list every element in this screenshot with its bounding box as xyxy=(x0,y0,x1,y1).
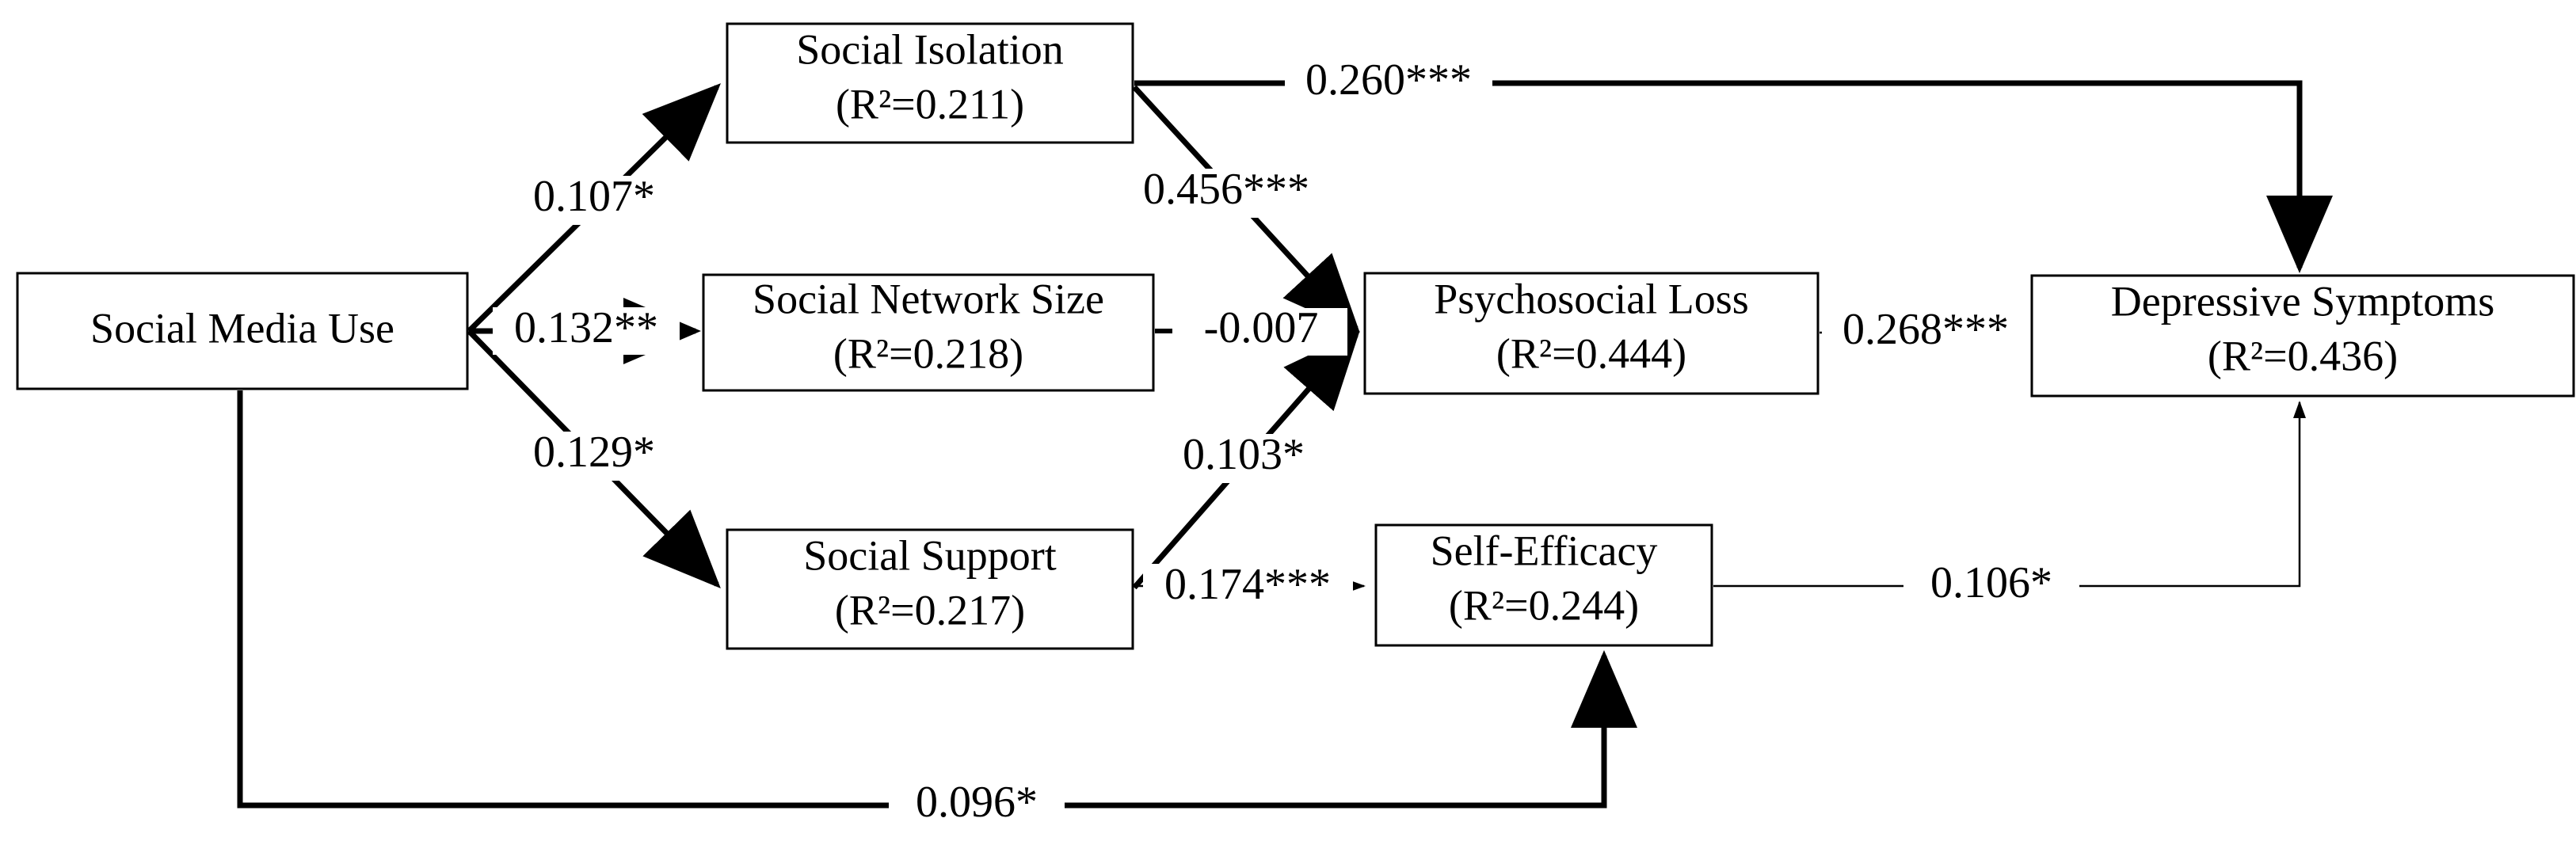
node-label-depressive-symptoms: Depressive Symptoms xyxy=(2111,277,2494,325)
node-label-social-support: Social Support xyxy=(803,531,1057,579)
svg-text:0.096*: 0.096* xyxy=(916,778,1038,827)
edge-label-smu-se: 0.096* xyxy=(889,778,1065,831)
node-r2-social-network-size: (R²=0.218) xyxy=(833,329,1023,377)
svg-text:0.132**: 0.132** xyxy=(514,303,658,352)
svg-text:0.268***: 0.268*** xyxy=(1842,305,2009,354)
node-label-psychosocial-loss: Psychosocial Loss xyxy=(1434,275,1749,322)
svg-text:0.107*: 0.107* xyxy=(533,172,655,221)
edge-label-se-ds: 0.106* xyxy=(1903,558,2079,611)
edge-label-si-ds: 0.260*** xyxy=(1285,55,1492,108)
edge-label-smu-si: 0.107* xyxy=(507,172,681,225)
node-self-efficacy[interactable]: Self-Efficacy (R²=0.244) xyxy=(1374,523,1713,647)
edge-label-ss-pl: 0.103* xyxy=(1157,430,1331,483)
node-social-isolation[interactable]: Social Isolation (R²=0.211) xyxy=(726,22,1134,144)
node-r2-self-efficacy: (R²=0.244) xyxy=(1449,581,1639,629)
edge-label-pl-ds: 0.268*** xyxy=(1822,305,2029,357)
svg-text:0.174***: 0.174*** xyxy=(1164,560,1331,609)
edge-label-ss-se: 0.174*** xyxy=(1143,560,1353,611)
node-label-social-network-size: Social Network Size xyxy=(753,275,1104,322)
svg-text:0.129*: 0.129* xyxy=(533,428,655,477)
svg-text:-0.007: -0.007 xyxy=(1204,303,1319,352)
node-r2-depressive-symptoms: (R²=0.436) xyxy=(2208,332,2398,379)
node-r2-social-support: (R²=0.217) xyxy=(835,586,1025,634)
edge-label-smu-ss: 0.129* xyxy=(507,428,681,481)
node-psychosocial-loss[interactable]: Psychosocial Loss (R²=0.444) xyxy=(1363,272,1820,395)
node-label-social-media-use: Social Media Use xyxy=(90,304,394,352)
svg-text:0.456***: 0.456*** xyxy=(1143,165,1309,214)
node-social-media-use[interactable]: Social Media Use xyxy=(16,272,469,390)
edge-si-ds xyxy=(1134,80,2333,273)
node-social-support[interactable]: Social Support (R²=0.217) xyxy=(726,528,1134,650)
node-r2-psychosocial-loss: (R²=0.444) xyxy=(1496,329,1686,377)
node-label-self-efficacy: Self-Efficacy xyxy=(1431,527,1658,574)
edge-label-smu-sns: 0.132** xyxy=(493,303,680,355)
node-social-network-size[interactable]: Social Network Size (R²=0.218) xyxy=(702,273,1155,392)
node-label-social-isolation: Social Isolation xyxy=(796,25,1063,73)
svg-text:0.103*: 0.103* xyxy=(1183,430,1305,479)
node-r2-social-isolation: (R²=0.211) xyxy=(836,80,1024,127)
svg-text:0.106*: 0.106* xyxy=(1930,558,2052,607)
svg-text:0.260***: 0.260*** xyxy=(1305,55,1472,105)
edge-label-sns-pl: -0.007 xyxy=(1175,303,1347,356)
edge-label-si-pl: 0.456*** xyxy=(1125,165,1327,218)
node-depressive-symptoms[interactable]: Depressive Symptoms (R²=0.436) xyxy=(2030,274,2575,398)
